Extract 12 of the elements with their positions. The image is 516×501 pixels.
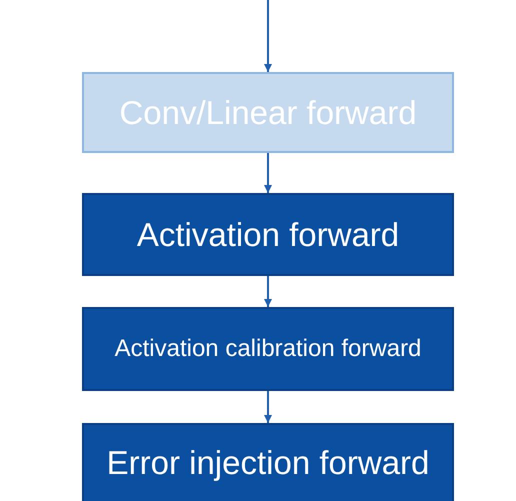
arrow bbox=[264, 0, 272, 72]
process-box bbox=[82, 307, 454, 391]
process-box bbox=[82, 193, 454, 276]
box-label: Activation forward bbox=[136, 216, 400, 254]
box-label: Error injection forward bbox=[106, 444, 430, 482]
box-label: Conv/Linear forward bbox=[119, 94, 417, 132]
arrow bbox=[264, 276, 272, 307]
box-label: Activation calibration forward bbox=[114, 335, 422, 363]
process-box bbox=[82, 72, 454, 153]
arrow bbox=[264, 391, 272, 423]
process-box bbox=[82, 423, 454, 501]
arrow bbox=[264, 153, 272, 193]
